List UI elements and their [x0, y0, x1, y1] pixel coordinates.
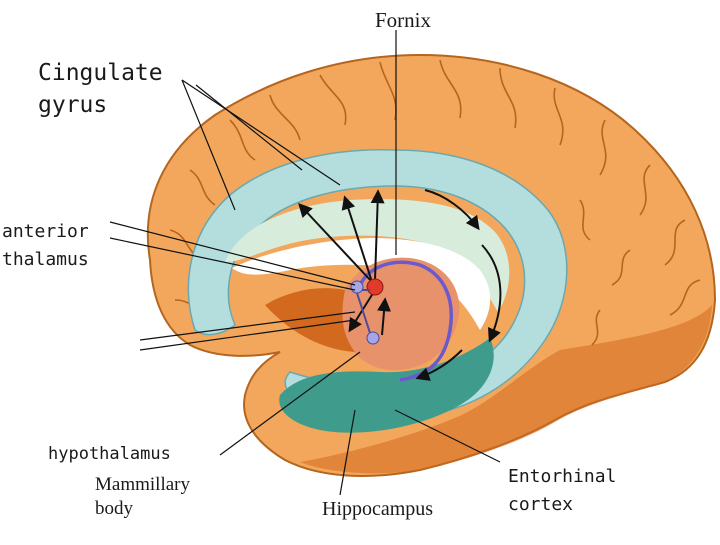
mammillary-node: [366, 331, 380, 345]
label-cingulate-gyrus-line2: gyrus: [38, 92, 108, 118]
cingulate-gyrus: [187, 149, 568, 420]
label-anterior-thalamus-line1: anterior: [2, 221, 89, 242]
label-entorhinal-cortex-line1: Entorhinal: [508, 466, 617, 487]
anterior-thalamus-node: [366, 278, 384, 296]
temporal-lobe-shading: [300, 305, 712, 474]
corpus-callosum: [225, 199, 510, 312]
fornix-arc: [358, 260, 453, 382]
label-cingulate-gyrus-line1: Cingulate: [38, 60, 163, 86]
label-mammillary-body-line1: Mammillary: [95, 474, 190, 495]
label-fornix: Fornix: [375, 8, 432, 32]
label-mammillary-body-line2: body: [95, 498, 133, 519]
mammillothalamic-tract: [356, 289, 371, 334]
label-hippocampus: Hippocampus: [322, 498, 434, 520]
label-entorhinal-cortex-line2: cortex: [508, 494, 574, 515]
fornix-node: [350, 280, 364, 294]
pathway-arrows: [298, 189, 502, 381]
hypothalamus-region: [265, 288, 355, 352]
label-hypothalamus: hypothalamus: [48, 444, 171, 464]
leader-lines: [109, 30, 501, 496]
label-anterior-thalamus-line2: thalamus: [2, 249, 89, 270]
lateral-ventricle: [232, 238, 491, 330]
hippocampal-band: [279, 338, 494, 433]
gyri-texture: [169, 59, 701, 346]
